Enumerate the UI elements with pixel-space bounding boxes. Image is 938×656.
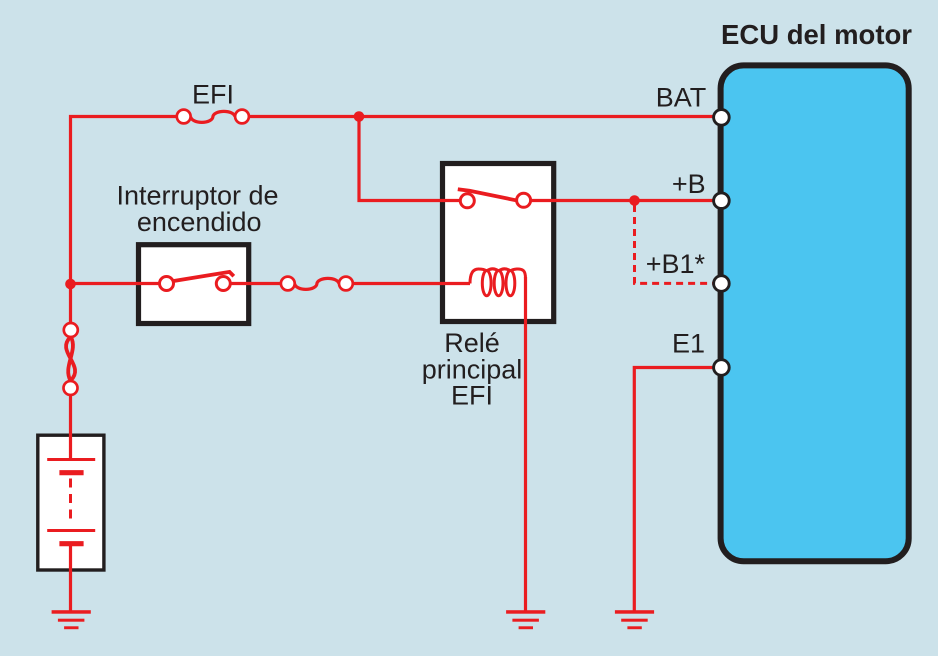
svg-text:EFI: EFI bbox=[451, 381, 493, 411]
svg-text:Interruptor de: Interruptor de bbox=[116, 180, 278, 210]
svg-text:BAT: BAT bbox=[656, 82, 707, 112]
svg-text:E1: E1 bbox=[672, 328, 705, 358]
svg-text:+B1*: +B1* bbox=[646, 249, 706, 279]
svg-text:principal: principal bbox=[422, 354, 523, 384]
svg-text:Relé: Relé bbox=[444, 328, 500, 358]
svg-text:encendido: encendido bbox=[137, 207, 262, 237]
svg-text:+B: +B bbox=[672, 169, 706, 199]
svg-text:EFI: EFI bbox=[192, 79, 234, 109]
svg-text:ECU del motor: ECU del motor bbox=[721, 19, 912, 50]
